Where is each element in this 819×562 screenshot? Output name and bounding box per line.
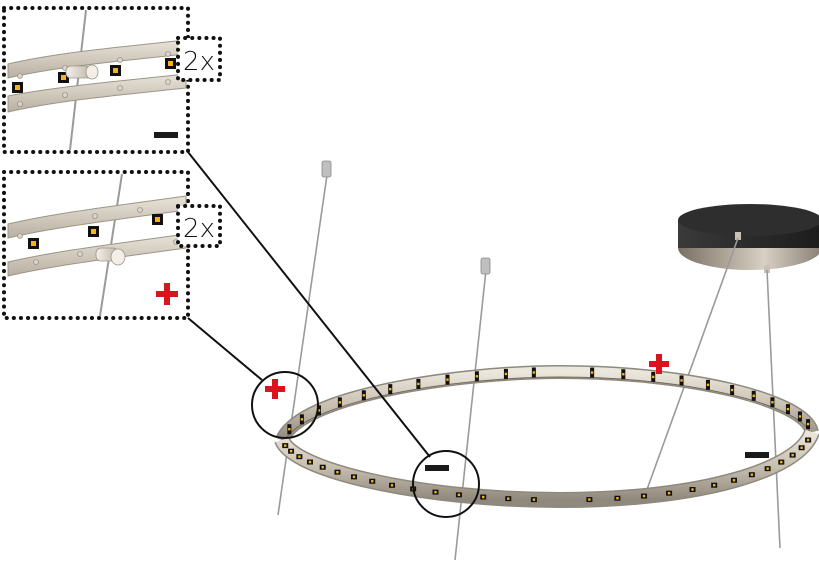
plus-sign-icon: [649, 354, 669, 374]
led-chip-icon: [503, 368, 508, 379]
led-chip-icon: [751, 390, 756, 401]
led-chip-icon: [785, 404, 790, 415]
led-chip-icon: [306, 459, 313, 465]
callout-leaders: [187, 151, 431, 458]
led-chip-icon: [764, 466, 771, 472]
led-chip-icon: [797, 411, 802, 422]
led-chip-icon: [711, 482, 718, 488]
led-chip-icon: [288, 448, 295, 454]
led-chip-icon: [586, 497, 593, 503]
cable-grippers: [321, 160, 491, 275]
led-chip-icon: [621, 369, 626, 380]
led-chip-icon: [319, 464, 326, 470]
led-chip-icon: [28, 214, 163, 249]
led-chip-icon: [679, 375, 684, 386]
led-ring-back: [275, 364, 819, 446]
led-chip-icon: [334, 469, 341, 475]
led-chip-icon: [778, 459, 785, 465]
suspension-cable-icon: [454, 269, 487, 561]
plus-connection-circle: [251, 371, 319, 439]
multiplier-badge-bottom: 2x: [176, 204, 222, 248]
led-chip-icon: [296, 454, 303, 460]
led-chip-icon: [805, 437, 812, 443]
minus-sign-icon: [425, 465, 449, 471]
led-chip-icon: [316, 405, 321, 416]
led-chip-icon: [590, 367, 595, 378]
led-chip-icon: [641, 493, 648, 499]
led-chip-icon: [432, 489, 439, 495]
suspension-cable-icon: [277, 174, 328, 516]
led-chip-icon: [389, 482, 396, 488]
suspension-cable-icon: [644, 237, 739, 496]
led-chip-icon: [416, 378, 421, 389]
minus-connection-circle: [412, 450, 480, 518]
led-chip-icon: [505, 496, 512, 502]
led-chip-icon: [731, 477, 737, 483]
multiplier-label: 2x: [183, 47, 215, 77]
led-chip-icon: [445, 374, 450, 385]
led-chip-icon: [705, 379, 710, 390]
multiplier-badge-top: 2x: [176, 36, 222, 82]
led-chip-icon: [480, 494, 487, 500]
led-chip-icon: [351, 474, 358, 480]
led-chip-icon: [474, 371, 479, 382]
plus-sign-icon: [265, 379, 285, 399]
led-chip-icon: [789, 452, 796, 458]
led-chip-icon: [282, 443, 289, 449]
led-chip-icon: [12, 58, 176, 93]
led-chip-icon: [730, 385, 735, 395]
led-chip-icon: [770, 397, 775, 408]
led-chip-icon: [455, 492, 462, 498]
led-chip-icon: [666, 490, 673, 496]
led-chip-icon: [614, 495, 621, 501]
plus-sign-icon: [156, 283, 178, 305]
led-chip-icon: [798, 445, 805, 451]
ceiling-canopy-icon: [678, 204, 819, 273]
multiplier-label: 2x: [183, 214, 215, 244]
led-chip-icon: [689, 487, 696, 493]
led-ring-front: [274, 428, 819, 509]
detail-box-minus: [2, 6, 190, 154]
detail-box-plus: [2, 170, 190, 320]
led-chip-icon: [369, 478, 376, 484]
led-chip-icon: [287, 424, 292, 435]
minus-sign-icon: [745, 452, 769, 458]
led-chip-icon: [531, 367, 536, 378]
led-chip-icon: [530, 497, 537, 503]
led-chip-icon: [337, 397, 342, 408]
led-chip-icon: [748, 472, 755, 478]
cable-gripper-icon: [480, 257, 491, 275]
led-chip-icon: [806, 419, 811, 430]
led-chip-icon: [299, 414, 304, 425]
minus-sign-icon: [154, 132, 178, 138]
led-chip-icon: [651, 371, 656, 382]
led-chip-icon: [388, 384, 393, 395]
led-ring-back-chips: [287, 367, 811, 435]
led-chip-icon: [361, 390, 366, 401]
cable-gripper-icon: [321, 160, 332, 178]
